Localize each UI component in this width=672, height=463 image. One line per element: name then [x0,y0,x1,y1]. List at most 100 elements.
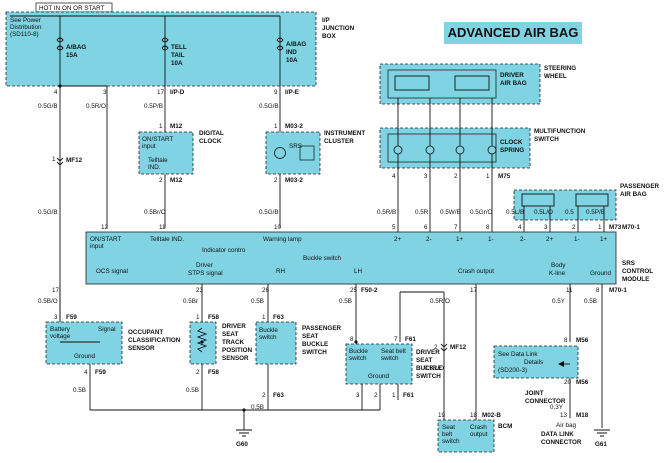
pin-4: 4 [54,89,58,96]
pin-2-mf12: 2 [434,344,438,351]
wire-0.5gb-2: 0.5G/B [259,103,279,110]
passenger-label-2: AIR BAG [620,191,647,198]
clockspring-conn: M75 [498,173,511,180]
pab-pin-2: 2 [572,224,576,231]
dlc-label-2: CONNECTOR [541,439,582,446]
cs-pin-4: 4 [392,173,396,180]
dlc-pin-13: 13 [560,412,568,419]
clock-ind-1: Telltale [148,157,168,164]
cluster-srs: SRS [289,143,302,150]
fuse3-label-1: A/BAG [286,41,306,48]
pin-2: 2 [274,177,278,184]
pin-9: 9 [274,89,278,96]
joint-inner-3: (SD200-3) [498,367,527,374]
clockspring-inner-2: SPRING [500,147,524,154]
bcm-box [437,419,495,453]
dbs-inner2-1: Seat belt [381,348,406,355]
wire-0.5pb: 0.5P/B [144,103,163,110]
pbs-box [255,321,297,365]
srs-stps-1: Driver [196,262,213,269]
pab-pin-4: 4 [518,224,522,231]
stps-pin-2: 2 [196,369,200,376]
wire-0.5y: 0.5Y [552,298,566,305]
srs-stps-2: STPS signal [188,270,223,277]
stps-conn-top: F58 [208,314,219,321]
dbs-pin-8: 8 [350,336,354,343]
bcm-pin-18: 18 [470,412,478,419]
instrument-cluster-box [265,131,321,175]
srs-kline-1: Body [551,262,566,269]
wire-0.5ro: 0.5R/O [86,103,106,110]
fuse2-label-3: 10A [171,60,183,67]
ocs-signal: Signal [98,326,116,333]
joint-inner-1: See Data Link [498,351,538,358]
driver-airbag-1: DRIVER [500,72,524,79]
fuse-icon [276,37,284,51]
srs-indicator: Indicator contro [202,247,246,254]
clock-label-2: CLOCK [199,138,222,145]
ocs-pin-3: 3 [54,314,58,321]
ocs-ground: Ground [74,353,96,360]
srs-conn-f502: F50-2 [361,287,378,294]
stps-label-1: DRIVER [222,323,246,330]
joint-label-1: JOINT [525,390,544,397]
bcm-inner2-2: output [470,431,488,438]
clock-inner-1: ON/START [142,136,173,143]
passenger-label-1: PASSENGER [620,183,660,190]
dlc-inner: Air bag [556,422,576,429]
dbs-label-1: DRIVER [416,349,440,356]
steering-label-2: WHEEL [544,73,567,80]
dbs-label-3: BUCKLE [416,365,442,372]
clockspring-inner-1: CLOCK [500,139,523,146]
srs-buckle: Buckle switch [303,255,342,262]
clock-spring-box [387,133,497,163]
srs-bpin-11: 11 [566,287,573,294]
wire-0.5-one: 0.5 [565,209,574,216]
dbs-label-4: SWITCH [416,373,441,380]
ground-g60: G60 [236,441,248,448]
pbs-label-4: SWITCH [302,349,327,356]
wire-0.5pb-2: 0.5P/B [586,209,605,216]
connector-icon [56,157,64,166]
pbs-pin-2: 2 [262,392,266,399]
dbs-ground: Ground [368,373,390,380]
clock-label-1: DIGITAL [199,130,224,137]
srs-bpin-25: 25 [350,287,358,294]
srs-label-3: MODULE [622,276,649,283]
driver-airbag-2: AIR BAG [500,80,527,87]
dbs-pin-2: 2 [374,392,378,399]
srs-bpin-26: 26 [262,287,270,294]
wire-0.3y: 0.3Y [550,404,564,411]
wire-0.5b-b: 0.5B [339,298,352,305]
dbs-pin-1: 1 [392,392,396,399]
cs-pin-1: 1 [486,173,490,180]
wire-0.5br: 0.5Br [183,298,198,305]
conn-ipd: I/P-D [170,89,185,96]
srs-onstart-2: input [90,243,104,250]
mf12-right: MF12 [450,344,467,351]
srs-pin-5: 5 [392,224,396,231]
clockspring-label-1: MULTIFUNCTION [534,128,586,135]
wire-0.5rb: 0.5R/B [377,209,396,216]
ocs-conn-bot: F59 [95,369,106,376]
clockspring-label-2: SWITCH [534,136,559,143]
stps-label-2: SEAT [222,331,238,338]
wire-0.5bro: 0.5Br/O [144,209,166,216]
wire-0.5b-g: 0.5B [584,298,597,305]
junction-box [5,11,317,87]
wire-0.5b-c: 0.5B [73,387,86,394]
ocs-batt-2: voltage [50,333,71,340]
ocs-batt-1: Battery [50,326,71,333]
fuse2-label-1: TELL [171,44,187,51]
pab-pin-3: 3 [544,224,548,231]
ocs-label-2: CLASSIFICATION [128,337,181,344]
pbs-label-3: BUCKLE [302,341,328,348]
diagram-title: ADVANCED AIR BAG [448,25,579,40]
joint-inner-2: Details [524,359,543,366]
pbs-inner-2: switch [259,334,277,341]
ocs-box [45,321,123,365]
ground-icon [236,429,252,437]
wire-0.5gb: 0.5G/B [38,103,58,110]
conn-ipe: I/P-E [285,89,299,96]
fuse2-label-2: TAIL [171,52,185,59]
